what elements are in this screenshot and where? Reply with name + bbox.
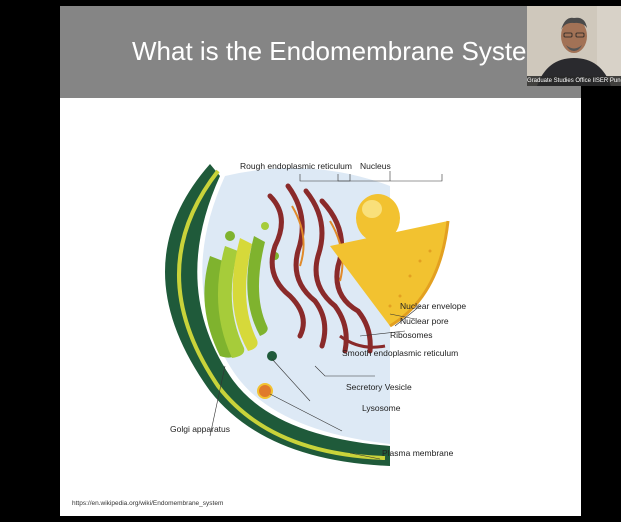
secretory-vesicle: [267, 351, 277, 361]
speaker-video: Graduate Studies Office IISER Pune: [527, 6, 621, 86]
speaker-caption: Graduate Studies Office IISER Pune: [527, 76, 621, 86]
endomembrane-diagram: Rough endoplasmic reticulum Nucleus Nucl…: [60, 6, 581, 516]
label-smooth-er: Smooth endoplasmic reticulum: [342, 348, 458, 358]
label-ribosomes: Ribosomes: [390, 330, 433, 340]
slide: What is the Endomembrane System ??: [60, 6, 581, 516]
label-golgi: Golgi apparatus: [170, 424, 230, 434]
label-secretory-vesicle: Secretory Vesicle: [346, 382, 412, 392]
nucleolus: [356, 194, 400, 242]
label-nuclear-pore: Nuclear pore: [400, 316, 449, 326]
label-rough-er: Rough endoplasmic reticulum: [240, 161, 352, 171]
label-lysosome: Lysosome: [362, 403, 401, 413]
speaker-avatar: [527, 6, 621, 86]
source-link[interactable]: https://en.wikipedia.org/wiki/Endomembra…: [72, 500, 223, 507]
label-nuclear-envelope: Nuclear envelope: [400, 301, 466, 311]
lysosome: [258, 384, 272, 398]
label-plasma-membrane: Plasma membrane: [382, 448, 454, 458]
label-nucleus: Nucleus: [360, 161, 391, 171]
